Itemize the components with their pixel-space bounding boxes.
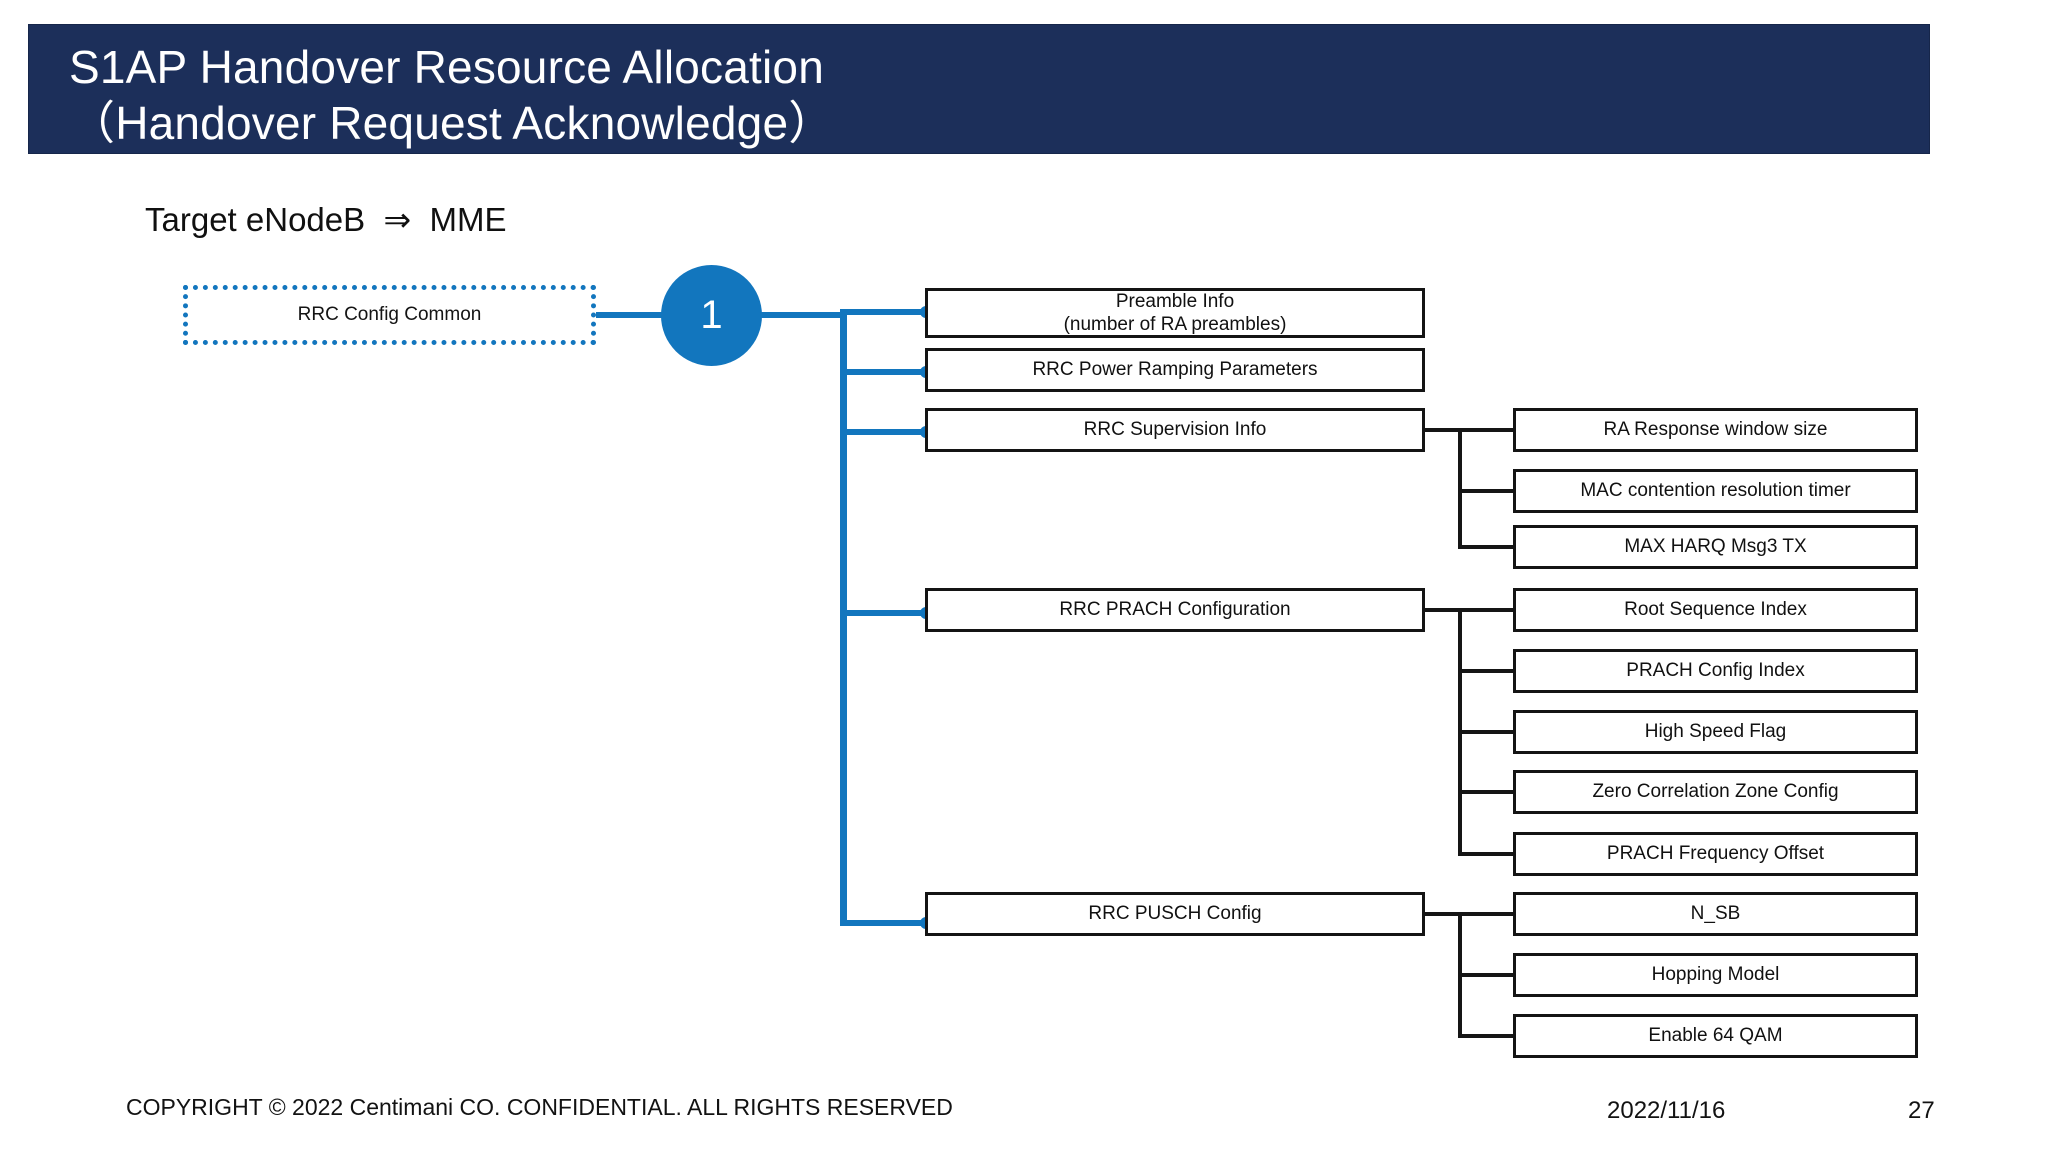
- connector-stub-branch-4: [840, 610, 930, 616]
- node-label: Enable 64 QAM: [1648, 1025, 1783, 1047]
- page-title: S1AP Handover Resource Allocation （Hando…: [69, 41, 835, 150]
- node-max-harq-msg3-tx[interactable]: MAX HARQ Msg3 TX: [1513, 525, 1918, 569]
- connector-supervision-child-2: [1458, 489, 1516, 493]
- node-rrc-power-ramping-parameters[interactable]: RRC Power Ramping Parameters: [925, 348, 1425, 392]
- node-label: Root Sequence Index: [1624, 599, 1807, 621]
- node-index-label: 1: [700, 292, 723, 337]
- node-label: Hopping Model: [1651, 964, 1780, 986]
- connector-trunk-vertical: [840, 312, 847, 926]
- node-rrc-config-common[interactable]: RRC Config Common: [183, 285, 596, 345]
- connector-prach-child-1: [1458, 608, 1516, 612]
- node-n-sb[interactable]: N_SB: [1513, 892, 1918, 936]
- connector-prach-child-5: [1458, 852, 1516, 856]
- footer-copyright: COPYRIGHT © 2022 Centimani CO. CONFIDENT…: [126, 1094, 953, 1120]
- node-high-speed-flag[interactable]: High Speed Flag: [1513, 710, 1918, 754]
- node-rrc-pusch-config[interactable]: RRC PUSCH Config: [925, 892, 1425, 936]
- connector-supervision-child-3: [1458, 545, 1516, 549]
- connector-pusch-child-2: [1458, 973, 1516, 977]
- footer-date: 2022/11/16: [1607, 1097, 1726, 1124]
- node-label: MAC contention resolution timer: [1580, 480, 1851, 502]
- node-label: RRC Config Common: [297, 304, 482, 325]
- connector-pusch-child-3: [1458, 1034, 1516, 1038]
- node-mac-contention-resolution-timer[interactable]: MAC contention resolution timer: [1513, 469, 1918, 513]
- node-preamble-info[interactable]: Preamble Info (number of RA preambles): [925, 288, 1425, 338]
- node-zero-correlation-zone-config[interactable]: Zero Correlation Zone Config: [1513, 770, 1918, 814]
- node-root-sequence-index[interactable]: Root Sequence Index: [1513, 588, 1918, 632]
- node-rrc-supervision-info[interactable]: RRC Supervision Info: [925, 408, 1425, 452]
- node-prach-frequency-offset[interactable]: PRACH Frequency Offset: [1513, 832, 1918, 876]
- connector-index-to-trunk: [757, 312, 847, 318]
- connector-supervision-child-1: [1458, 428, 1516, 432]
- connector-stub-branch-3: [840, 429, 930, 435]
- connector-source-to-index: [596, 312, 666, 318]
- node-label: N_SB: [1690, 903, 1741, 925]
- connector-stub-branch-5: [840, 920, 930, 926]
- connector-prach-out: [1424, 608, 1462, 612]
- connector-stub-branch-2: [840, 369, 930, 375]
- node-label: RRC PUSCH Config: [1088, 903, 1262, 925]
- node-label: RRC Power Ramping Parameters: [1032, 359, 1318, 381]
- node-ra-response-window-size[interactable]: RA Response window size: [1513, 408, 1918, 452]
- node-label: RA Response window size: [1603, 419, 1828, 441]
- node-label: RRC PRACH Configuration: [1059, 599, 1291, 621]
- node-label: High Speed Flag: [1644, 721, 1787, 743]
- node-label: RRC Supervision Info: [1083, 419, 1267, 441]
- node-index-1[interactable]: 1: [661, 265, 762, 366]
- node-enable-64-qam[interactable]: Enable 64 QAM: [1513, 1014, 1918, 1058]
- title-band: S1AP Handover Resource Allocation （Hando…: [28, 24, 1930, 154]
- connector-stub-branch-1: [840, 309, 930, 315]
- connector-supervision-spine: [1458, 428, 1462, 549]
- node-label: Preamble Info (number of RA preambles): [1063, 290, 1287, 335]
- subtitle-flow-label: Target eNodeB ⇒ MME: [145, 201, 507, 238]
- connector-supervision-out: [1424, 428, 1462, 432]
- node-label: MAX HARQ Msg3 TX: [1624, 536, 1807, 558]
- node-rrc-prach-configuration[interactable]: RRC PRACH Configuration: [925, 588, 1425, 632]
- node-label: Zero Correlation Zone Config: [1592, 781, 1839, 803]
- connector-prach-child-3: [1458, 730, 1516, 734]
- connector-pusch-out: [1424, 912, 1462, 916]
- connector-pusch-child-1: [1458, 912, 1516, 916]
- connector-prach-child-2: [1458, 669, 1516, 673]
- node-label: PRACH Frequency Offset: [1606, 843, 1825, 865]
- node-prach-config-index[interactable]: PRACH Config Index: [1513, 649, 1918, 693]
- footer-page-number: 27: [1908, 1097, 1935, 1124]
- node-label: PRACH Config Index: [1626, 660, 1805, 682]
- connector-prach-child-4: [1458, 790, 1516, 794]
- node-hopping-model[interactable]: Hopping Model: [1513, 953, 1918, 997]
